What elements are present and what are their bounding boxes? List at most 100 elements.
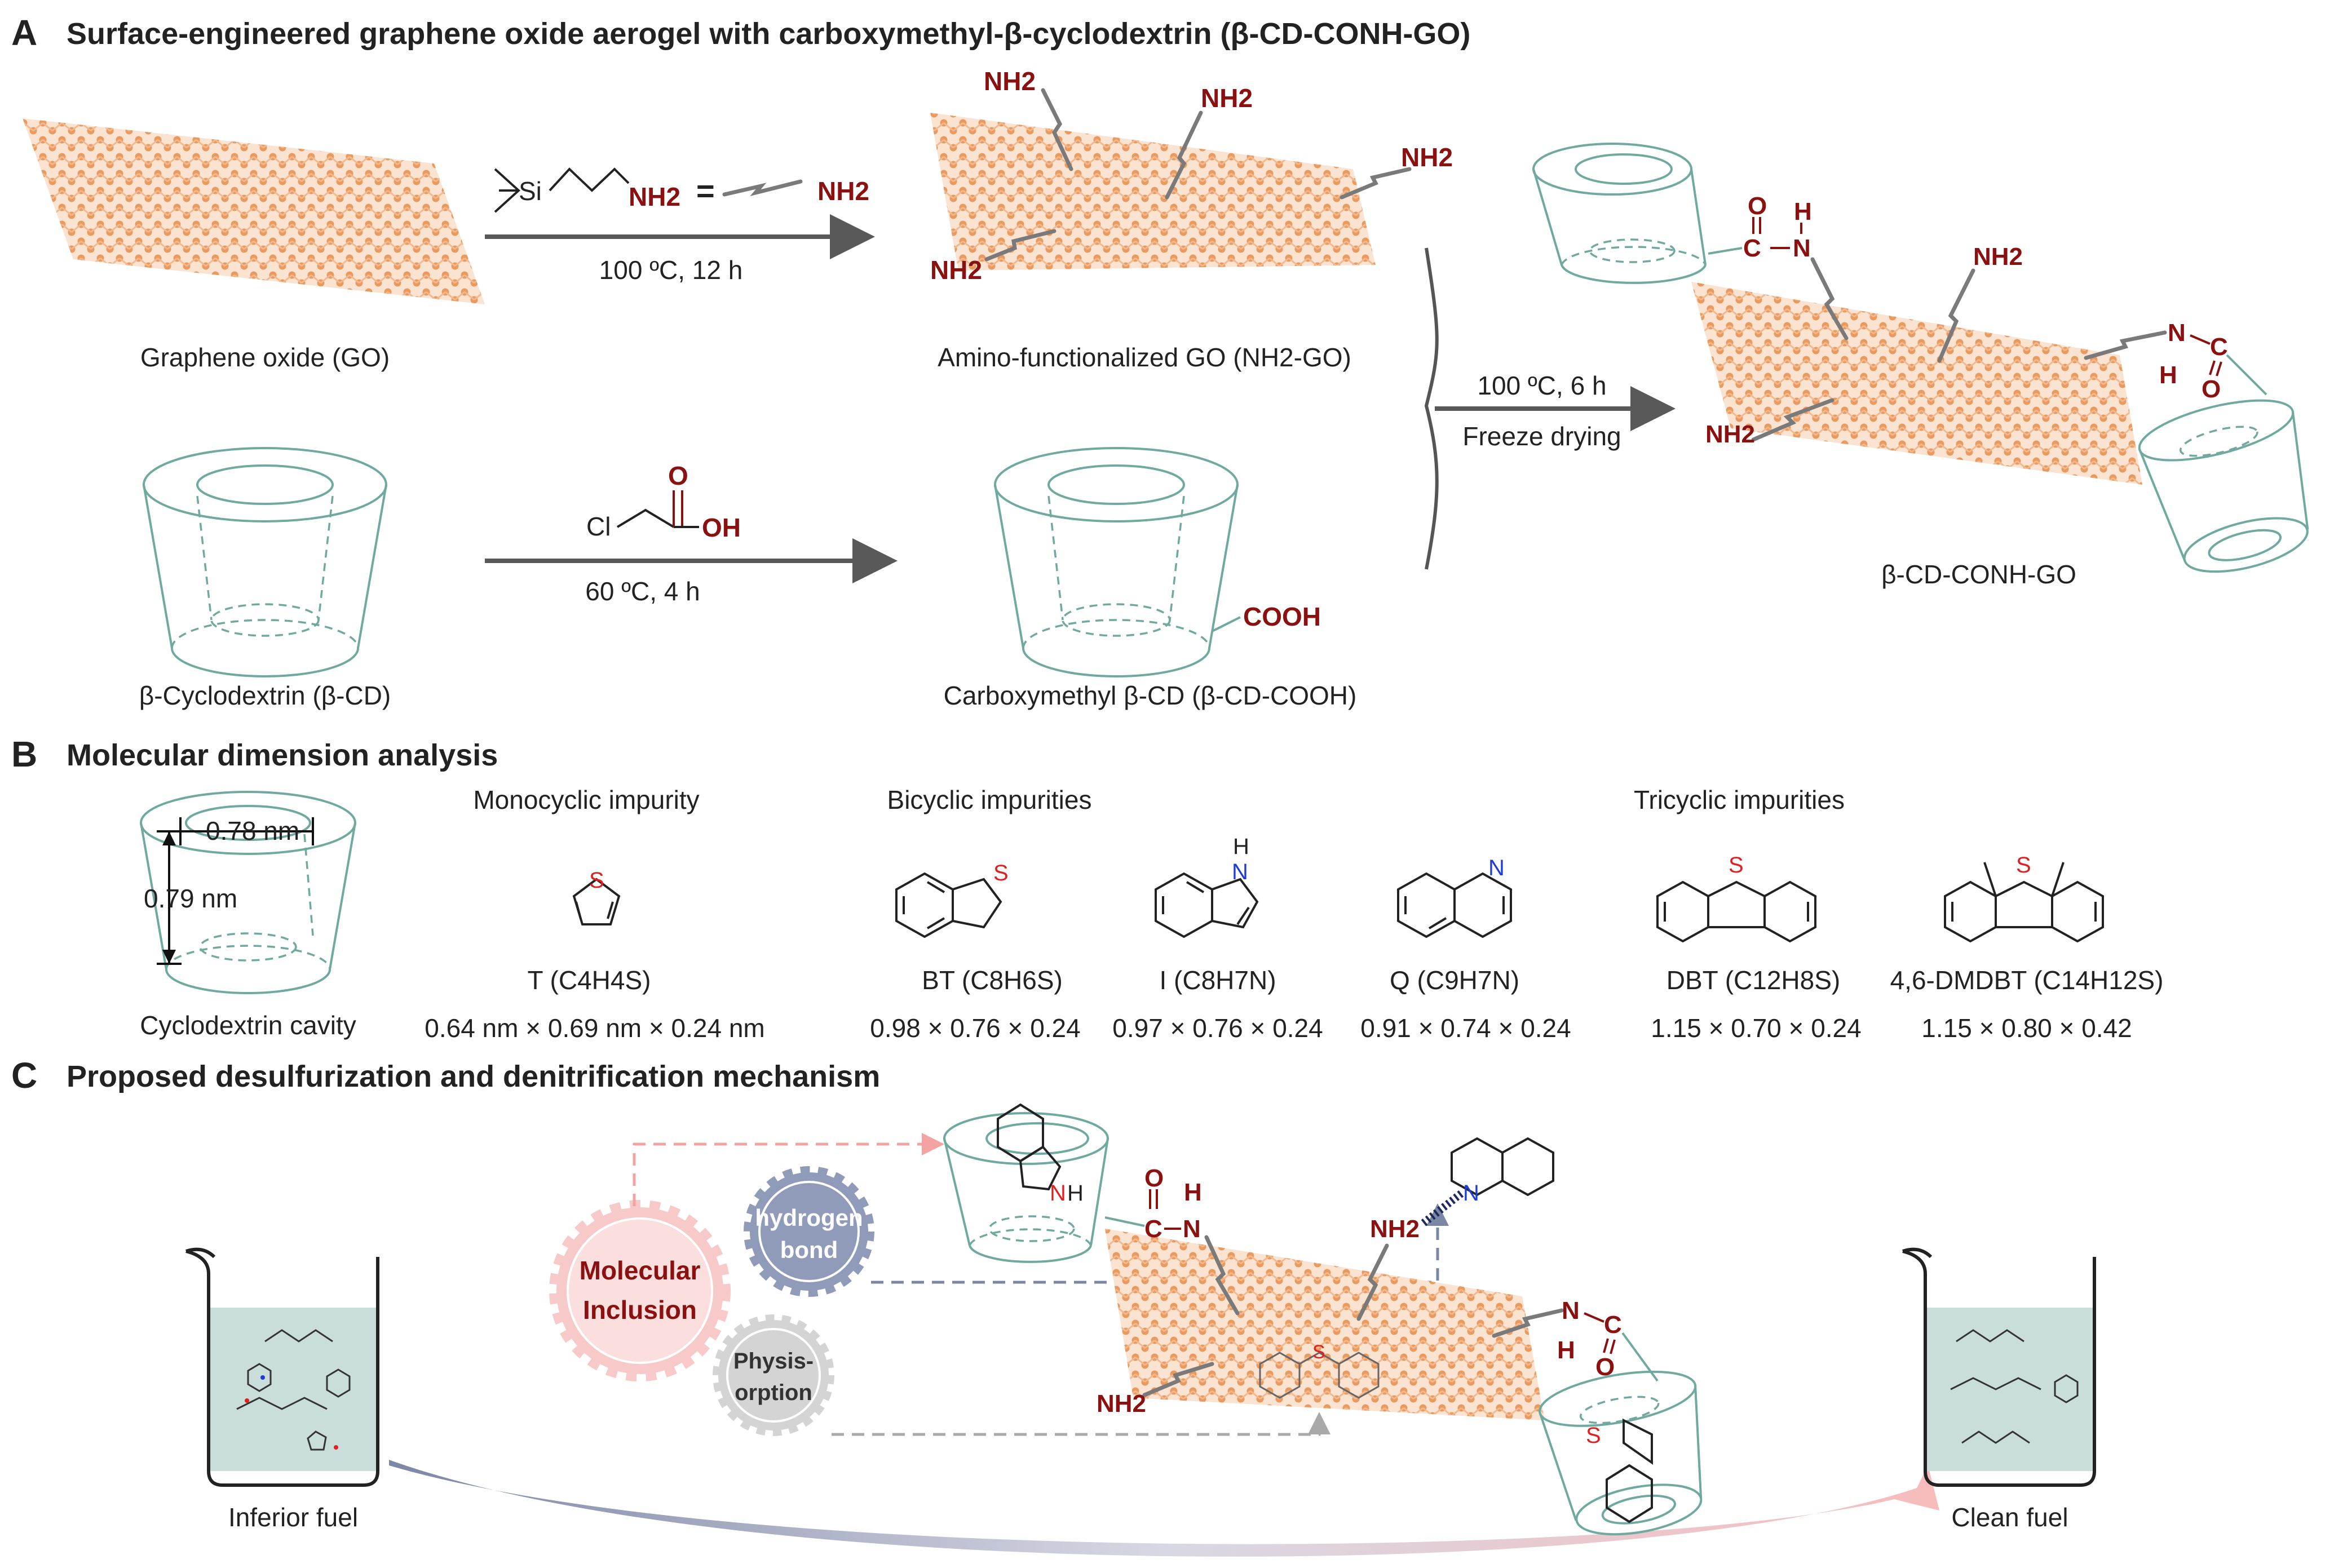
benzothiophene-s: S: [993, 861, 1009, 885]
mechanism-amide-o-1: O: [1144, 1164, 1164, 1192]
product-nh2-bottom: NH2: [1705, 420, 1755, 448]
mechanism-assembly: N H C O N H NH2 N NH2 S N H C O: [943, 1103, 1703, 1536]
mechanism-dbt-s: S: [1312, 1341, 1325, 1363]
si-label: Si: [519, 176, 542, 206]
indole-h: H: [1233, 834, 1249, 859]
molecule-name-t: T (C4H4S): [528, 965, 651, 995]
gear-phys-text-1: Physis-: [733, 1349, 814, 1374]
panel-b-letter: B: [11, 734, 37, 774]
quinoline-n: N: [1488, 856, 1505, 880]
cavity-label: Cyclodextrin cavity: [140, 1011, 356, 1040]
indole-n: N: [1232, 860, 1248, 884]
panel-c-title: Proposed desulfurization and denitrifica…: [67, 1060, 880, 1093]
equals-sign: =: [696, 173, 715, 209]
product-label: β-CD-CONH-GO: [1881, 560, 2076, 589]
product-amide-h-2: H: [2159, 361, 2177, 389]
cavity-height: 0.79 nm: [144, 884, 237, 913]
thiophene-s: S: [589, 868, 604, 893]
hydrogen-bond-gear: hydrogen bond: [744, 1166, 874, 1297]
gear-inclusion-text-1: Molecular: [580, 1256, 701, 1285]
panel-c-letter: C: [11, 1055, 37, 1096]
cl-label: Cl: [586, 512, 611, 541]
mechanism-amide-h-2: H: [1557, 1336, 1575, 1364]
nh2-go-label: Amino-functionalized GO (NH2-GO): [938, 343, 1351, 372]
cavity-width: 0.78 nm: [206, 816, 299, 845]
panel-a-title: Surface-engineered graphene oxide aeroge…: [67, 17, 1470, 51]
indole-structure: N H: [1155, 834, 1259, 938]
cooh-label: COOH: [1243, 602, 1321, 631]
bcd-cooh-cup: COOH: [994, 447, 1321, 677]
bcd-label: β-Cyclodextrin (β-CD): [139, 681, 391, 710]
purification-flow-arrow: [389, 1460, 1939, 1557]
thiophene-structure: S: [572, 868, 621, 925]
product-amide-n-2: N: [2168, 319, 2186, 347]
combine-bracket: [1424, 247, 1439, 570]
quinoline-structure: N: [1397, 856, 1512, 938]
molecule-dims-dbt: 1.15 × 0.70 × 0.24: [1651, 1013, 1861, 1043]
oh-label: OH: [702, 513, 741, 542]
mechanism-indole-n: N: [1050, 1181, 1066, 1206]
molecule-dims-i: 0.97 × 0.76 × 0.24: [1112, 1013, 1323, 1043]
mechanism-nh2-hbond: NH2: [1370, 1215, 1420, 1243]
product-amide-o-2: O: [2202, 375, 2221, 403]
bcd-cooh-label: Carboxymethyl β-CD (β-CD-COOH): [944, 681, 1357, 710]
molecule-name-dbt: DBT (C12H8S): [1666, 965, 1840, 995]
panel-b-title: Molecular dimension analysis: [67, 738, 498, 772]
graphene-oxide-sheet: [23, 118, 485, 304]
gear-hbond-text-1: hydrogen: [755, 1204, 863, 1231]
nh2-go-amine-4: NH2: [930, 255, 982, 285]
reaction-3-condition-2: Freeze drying: [1462, 422, 1621, 451]
molecule-dims-t: 0.64 nm × 0.69 nm × 0.24 nm: [425, 1013, 764, 1043]
gear-hbond-text-2: bond: [780, 1237, 838, 1263]
reaction-3-condition-1: 100 ºC, 6 h: [1477, 371, 1606, 400]
gear-phys-text-2: orption: [735, 1380, 812, 1405]
molecule-name-bt: BT (C8H6S): [922, 965, 1063, 995]
mechanism-amide-n-2: N: [1562, 1297, 1580, 1325]
inferior-fuel-label: Inferior fuel: [228, 1503, 358, 1532]
panel-a-letter: A: [11, 12, 37, 53]
nh2-go-amine-1: NH2: [984, 67, 1036, 96]
mechanism-quinoline-n: N: [1463, 1181, 1479, 1206]
reaction-1-condition: 100 ºC, 12 h: [599, 255, 743, 285]
dmdbt-structure: S: [1944, 853, 2104, 943]
product-amide-n-1: N: [1793, 234, 1811, 262]
molecule-dims-dmdbt: 1.15 × 0.80 × 0.42: [1921, 1013, 2132, 1043]
mechanism-amide-h-1: H: [1184, 1179, 1202, 1206]
beta-cyclodextrin-cup: [143, 447, 387, 677]
benzothiophene-structure: S: [895, 861, 1009, 938]
product-bcd-conh-go: C O N H NH2 NH2 N H C O: [1532, 143, 2309, 573]
linker-nh2: NH2: [817, 176, 869, 206]
carbonyl-o-label: O: [668, 461, 688, 490]
mechanism-nh2-lower: NH2: [1097, 1390, 1146, 1418]
nh2-go-amine-3: NH2: [1401, 143, 1453, 172]
dbt-structure: S: [1656, 853, 1816, 943]
product-amide-o-1: O: [1748, 192, 1767, 220]
molecule-dims-bt: 0.98 × 0.76 × 0.24: [870, 1013, 1080, 1043]
mechanism-indole-h: H: [1067, 1181, 1084, 1206]
dmdbt-s: S: [2016, 853, 2031, 878]
group-monocyclic: Monocyclic impurity: [473, 785, 699, 814]
molecule-name-q: Q (C9H7N): [1390, 965, 1519, 995]
molecule-name-i: I (C8H7N): [1159, 965, 1276, 995]
product-amide-c-2: C: [2210, 333, 2228, 361]
aminosilane-nh2: NH2: [629, 182, 680, 211]
molecule-name-dmdbt: 4,6-DMDBT (C14H12S): [1890, 965, 2164, 995]
inferior-fuel-beaker: [185, 1247, 379, 1487]
product-nh2-top: NH2: [1973, 243, 2023, 271]
clean-fuel-beaker: [1902, 1247, 2096, 1487]
gear-inclusion-text-2: Inclusion: [583, 1295, 697, 1325]
group-bicyclic: Bicyclic impurities: [887, 785, 1092, 814]
mechanism-amide-c-2: C: [1604, 1311, 1622, 1339]
dbt-s: S: [1729, 853, 1744, 878]
clean-fuel-label: Clean fuel: [1951, 1503, 2068, 1532]
mechanism-amide-c-1: C: [1144, 1215, 1162, 1243]
mechanism-amide-n-1: N: [1183, 1215, 1201, 1243]
cyclodextrin-cavity-dimension: 0.78 nm 0.79 nm: [140, 791, 356, 994]
product-amide-h-1: H: [1794, 198, 1812, 225]
aminosilane-structure: Si NH2 = NH2: [494, 167, 869, 213]
physisorption-gear: Physis- orption: [713, 1314, 834, 1436]
molecule-dims-q: 0.91 × 0.74 × 0.24: [1360, 1013, 1571, 1043]
product-amide-c-1: C: [1743, 234, 1761, 262]
molecular-inclusion-gear: Molecular Inclusion: [549, 1200, 731, 1381]
